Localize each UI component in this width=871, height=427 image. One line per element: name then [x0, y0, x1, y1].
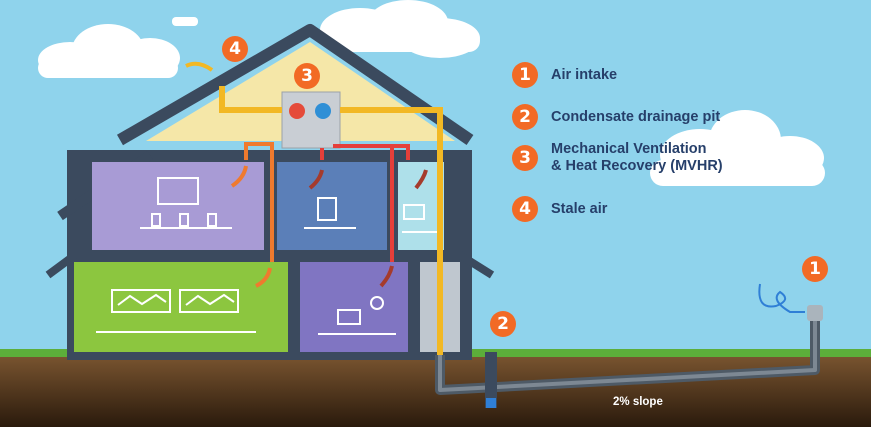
room-upper-middle [277, 162, 387, 250]
marker-mvhr: 3 [294, 63, 320, 89]
cloud-right [650, 110, 825, 186]
legend-item-air-intake: 1 Air intake [512, 58, 812, 92]
legend-badge: 1 [512, 62, 538, 88]
intake-swirl [758, 283, 805, 313]
legend-label: Air intake [551, 66, 618, 83]
room-upper-left [92, 162, 264, 250]
airflow-arrows [185, 61, 428, 288]
fan-blue [315, 103, 331, 119]
legend-label: Stale air [551, 200, 608, 217]
legend-label: Condensate drainage pit [551, 108, 721, 125]
right-eave [457, 251, 495, 279]
cloud-top-right [320, 0, 480, 58]
mvhr-unit [281, 91, 341, 149]
marker-stale-air: 4 [222, 36, 248, 62]
legend-item-mvhr: 3 Mechanical Ventilation & Heat Recovery… [512, 136, 812, 180]
legend-label: Mechanical Ventilation & Heat Recovery (… [551, 141, 723, 174]
furniture [96, 177, 440, 335]
room-lower-middle [300, 262, 408, 352]
marker-air-intake: 1 [802, 256, 828, 282]
intake-cowl [807, 305, 823, 321]
marker-drainage-pit: 2 [490, 311, 516, 337]
fan-red [289, 103, 305, 119]
slope-label: 2% slope [613, 396, 663, 408]
cloud-left [38, 24, 180, 78]
legend-item-drainage-pit: 2 Condensate drainage pit [512, 100, 812, 134]
legend-badge: 3 [512, 145, 538, 171]
legend-badge: 2 [512, 104, 538, 130]
duct-fresh-air [219, 86, 443, 355]
duct-extract [244, 142, 274, 262]
legend: 1 Air intake 2 Condensate drainage pit 3… [512, 58, 812, 226]
legend-item-stale-air: 4 Stale air [512, 192, 812, 226]
roof [116, 24, 474, 146]
ground-pipe-inner [438, 318, 817, 392]
drainage-pit-base [486, 398, 496, 408]
duct-supply [320, 144, 410, 262]
drainage-pit [485, 352, 497, 408]
legend-badge: 4 [512, 196, 538, 222]
lower-eave [45, 251, 78, 279]
cloud-small [172, 17, 198, 26]
